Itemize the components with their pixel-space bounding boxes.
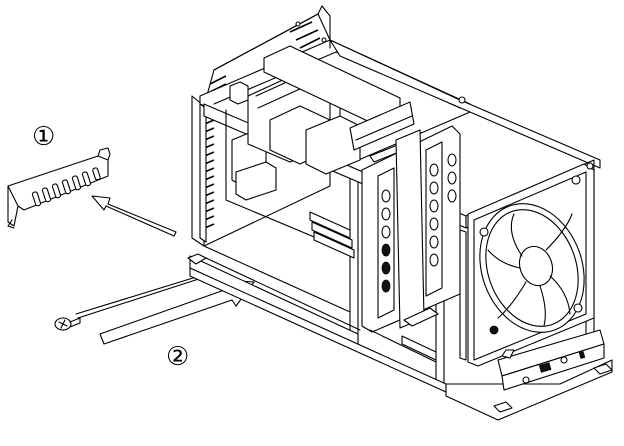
- case-fan: [458, 96, 595, 367]
- pci-slot-brackets: [361, 125, 461, 333]
- step-1-label: ①: [32, 122, 56, 152]
- front-io-panel: [497, 329, 605, 391]
- step-2-label: ②: [166, 342, 190, 372]
- step1-arrow: [91, 195, 177, 237]
- pci-slot-cover-bracket: [7, 147, 111, 229]
- phillips-screw-icon: [54, 317, 81, 331]
- bracket-vent-slots: [31, 167, 101, 207]
- pc-chassis: [187, 5, 613, 421]
